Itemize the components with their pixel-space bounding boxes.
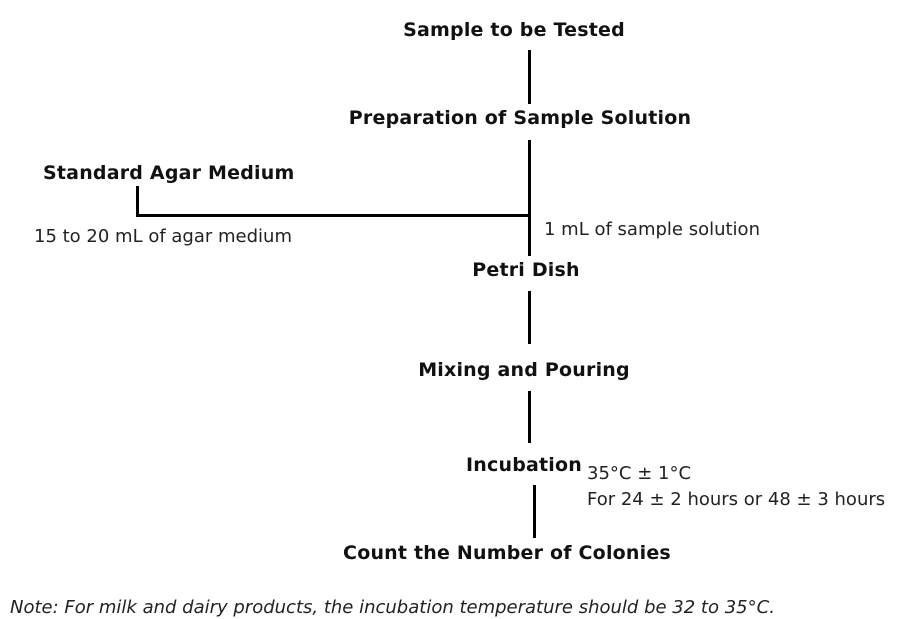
node-incubation: Incubation	[466, 454, 582, 476]
connector-mixing-to-incubation	[528, 391, 531, 443]
node-preparation-of-sample-solution: Preparation of Sample Solution	[348, 107, 692, 129]
connector-preparation-to-petri	[528, 140, 531, 256]
connector-sample-to-preparation	[528, 50, 531, 104]
footnote: Note: For milk and dairy products, the i…	[10, 597, 775, 618]
node-mixing-and-pouring: Mixing and Pouring	[418, 359, 630, 381]
label-incubation-time: For 24 ± 2 hours or 48 ± 3 hours	[587, 489, 886, 510]
connector-petri-to-mixing	[528, 291, 531, 344]
label-agar-amount: 15 to 20 mL of agar medium	[34, 226, 292, 247]
node-sample-to-be-tested: Sample to be Tested	[403, 19, 625, 41]
node-petri-dish: Petri Dish	[472, 259, 580, 281]
connector-agar-to-main	[136, 214, 531, 217]
label-incubation-temperature: 35°C ± 1°C	[587, 463, 692, 484]
connector-agar-drop	[136, 186, 139, 217]
label-sample-amount: 1 mL of sample solution	[544, 219, 760, 240]
node-count-colonies: Count the Number of Colonies	[343, 542, 671, 564]
connector-incubation-to-count	[533, 485, 536, 538]
node-standard-agar-medium: Standard Agar Medium	[43, 162, 295, 184]
